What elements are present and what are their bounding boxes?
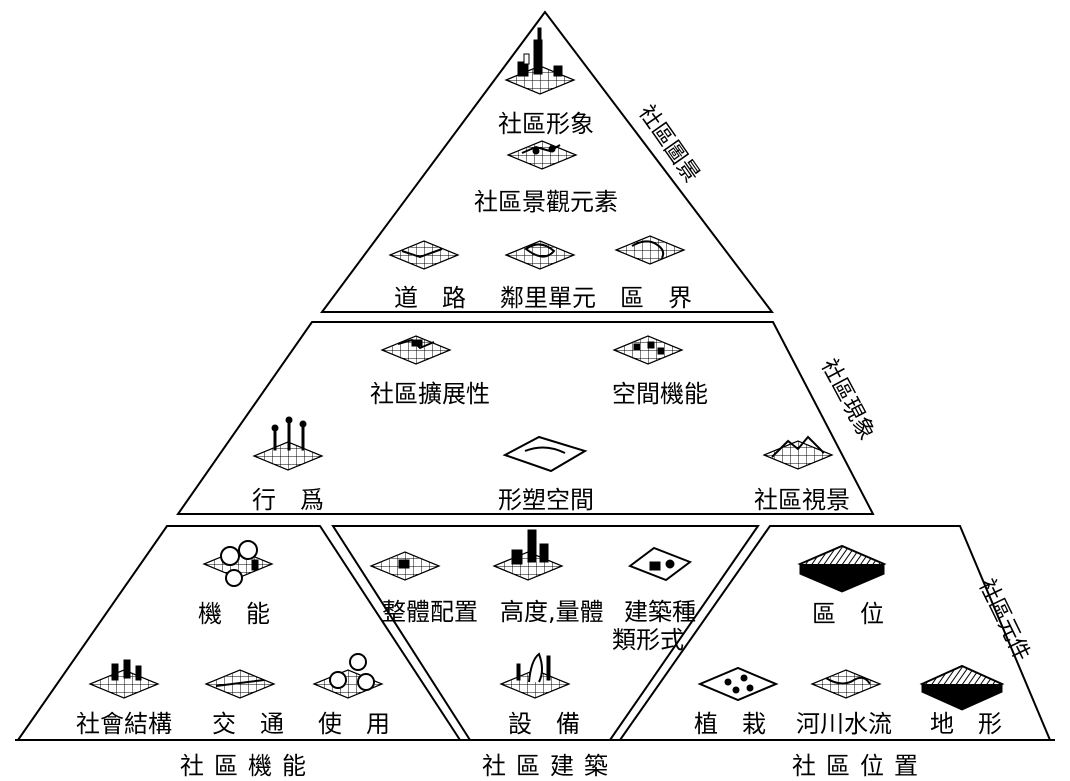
landscape-elements-illustration — [507, 140, 577, 170]
label-space-function: 空間機能 — [612, 380, 708, 408]
expansion-illustration — [381, 335, 451, 365]
label-terrain: 地 形 — [930, 710, 1002, 738]
planting-illustration — [697, 666, 779, 702]
label-social-structure: 社會結構 — [76, 710, 172, 738]
label-planting: 植 栽 — [694, 710, 766, 738]
facilities-illustration — [500, 652, 570, 699]
layout-illustration — [370, 551, 440, 581]
label-layout: 整體配置 — [382, 598, 478, 626]
label-expansion: 社區擴展性 — [370, 380, 490, 408]
label-use: 使 用 — [318, 710, 390, 738]
label-location: 區 位 — [812, 600, 884, 628]
space-function-illustration — [613, 335, 683, 365]
label-landscape-elements: 社區景觀元素 — [474, 188, 618, 216]
vista-illustration — [763, 435, 833, 470]
label-facilities: 設 備 — [508, 710, 580, 738]
label-shaped-space: 形塑空間 — [498, 486, 594, 514]
label-height-volume: 高度,量體 — [500, 598, 604, 626]
behavior-illustration — [253, 416, 323, 471]
height-volume-illustration — [493, 529, 563, 581]
caption-community-architecture: 社區建築 — [482, 752, 618, 780]
label-traffic: 交 通 — [212, 710, 284, 738]
label-neighborhood: 鄰里單元 — [500, 284, 596, 312]
label-community-image: 社區形象 — [498, 110, 594, 138]
location-illustration — [797, 544, 887, 593]
label-river: 河川水流 — [796, 710, 892, 738]
use-illustration — [313, 653, 383, 699]
community-image-illustration — [505, 27, 575, 95]
top-triangle — [320, 10, 775, 313]
caption-community-location: 社區位置 — [792, 752, 928, 780]
label-building-type-line1: 建築種 — [624, 598, 696, 626]
label-behavior: 行 爲 — [252, 486, 324, 514]
label-function: 機 能 — [198, 600, 270, 628]
terrain-illustration — [919, 664, 1005, 711]
river-illustration — [811, 669, 881, 699]
middle-trapezoid — [176, 321, 875, 515]
shaped-space-illustration — [502, 435, 588, 473]
label-boundary: 區 界 — [620, 284, 692, 312]
social-structure-illustration — [89, 659, 159, 699]
caption-community-function: 社區機能 — [180, 752, 316, 780]
road-illustration — [389, 240, 459, 270]
label-vista: 社區視景 — [754, 486, 850, 514]
label-road: 道 路 — [394, 284, 466, 312]
boundary-illustration — [615, 235, 685, 265]
function-illustration — [203, 540, 273, 587]
building-type-illustration — [627, 546, 693, 582]
neighborhood-illustration — [505, 240, 575, 270]
label-building-type-line2: 類形式 — [612, 626, 684, 654]
traffic-illustration — [205, 669, 275, 699]
